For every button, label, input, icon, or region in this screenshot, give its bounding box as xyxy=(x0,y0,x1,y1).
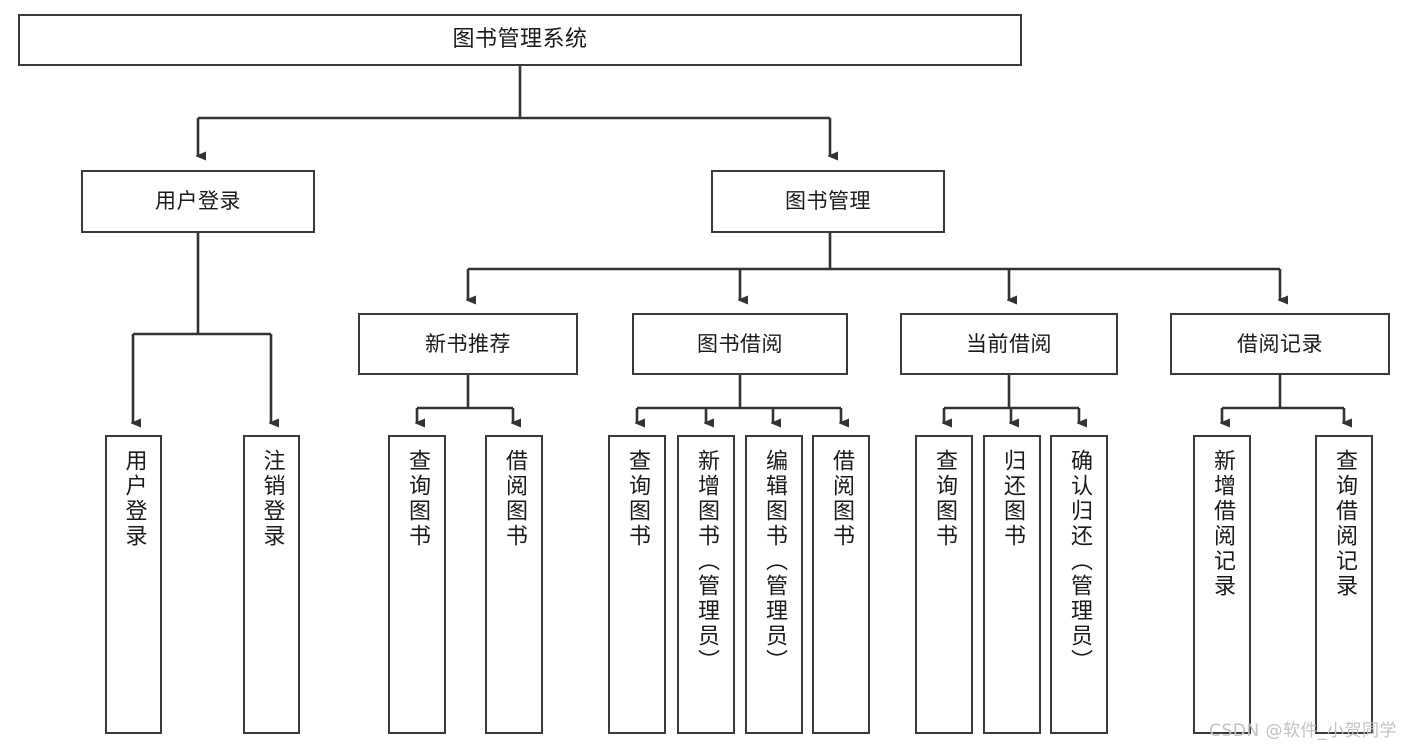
node-leaf-query-book-current-label: 查询图书 xyxy=(932,449,957,549)
node-root-label: 图书管理系统 xyxy=(452,27,588,53)
node-leaf-borrow-book-recommend-label: 借阅图书 xyxy=(502,449,527,549)
node-leaf-user-login-label: 用户登录 xyxy=(121,449,147,549)
node-root[interactable]: 图书管理系统 xyxy=(18,14,1022,66)
node-book-borrow[interactable]: 图书借阅 xyxy=(632,313,848,375)
watermark: CSDN @软件_小贺同学 xyxy=(1209,721,1397,741)
node-current-borrow[interactable]: 当前借阅 xyxy=(900,313,1118,375)
node-leaf-borrow-book-recommend[interactable]: 借阅图书 xyxy=(485,435,543,734)
node-leaf-add-borrow-record-label: 新增借阅记录 xyxy=(1210,449,1235,599)
node-user-login[interactable]: 用户登录 xyxy=(81,170,315,233)
node-leaf-query-book-borrow-label: 查询图书 xyxy=(625,449,650,549)
node-leaf-query-book-borrow[interactable]: 查询图书 xyxy=(608,435,666,734)
node-leaf-confirm-return-label: 确认归还（管理员） xyxy=(1067,449,1092,674)
node-leaf-return-book[interactable]: 归还图书 xyxy=(983,435,1041,734)
node-new-book-recommend[interactable]: 新书推荐 xyxy=(358,313,578,375)
node-book-manage[interactable]: 图书管理 xyxy=(711,170,945,233)
node-leaf-query-book-recommend[interactable]: 查询图书 xyxy=(388,435,446,734)
node-leaf-query-book-recommend-label: 查询图书 xyxy=(405,449,430,549)
node-leaf-borrow-book-borrow-label: 借阅图书 xyxy=(829,449,854,549)
node-user-login-label: 用户登录 xyxy=(155,189,241,214)
node-leaf-query-borrow-record-label: 查询借阅记录 xyxy=(1332,449,1357,599)
node-borrow-record-label: 借阅记录 xyxy=(1237,331,1323,356)
node-leaf-edit-book[interactable]: 编辑图书（管理员） xyxy=(745,435,803,734)
node-leaf-borrow-book-borrow[interactable]: 借阅图书 xyxy=(812,435,870,734)
node-leaf-edit-book-label: 编辑图书（管理员） xyxy=(762,449,787,674)
node-leaf-logout-label: 注销登录 xyxy=(259,449,285,549)
node-leaf-confirm-return[interactable]: 确认归还（管理员） xyxy=(1050,435,1108,734)
node-leaf-user-login[interactable]: 用户登录 xyxy=(105,435,162,734)
node-leaf-add-borrow-record[interactable]: 新增借阅记录 xyxy=(1193,435,1251,734)
node-new-book-recommend-label: 新书推荐 xyxy=(425,331,511,356)
node-book-manage-label: 图书管理 xyxy=(785,189,871,214)
node-borrow-record[interactable]: 借阅记录 xyxy=(1170,313,1390,375)
node-leaf-return-book-label: 归还图书 xyxy=(1000,449,1025,549)
node-leaf-add-book-label: 新增图书（管理员） xyxy=(694,449,719,674)
node-leaf-query-borrow-record[interactable]: 查询借阅记录 xyxy=(1315,435,1373,734)
node-leaf-logout[interactable]: 注销登录 xyxy=(243,435,300,734)
node-current-borrow-label: 当前借阅 xyxy=(966,331,1052,356)
node-leaf-add-book[interactable]: 新增图书（管理员） xyxy=(677,435,735,734)
node-leaf-query-book-current[interactable]: 查询图书 xyxy=(915,435,973,734)
node-book-borrow-label: 图书借阅 xyxy=(697,331,783,356)
